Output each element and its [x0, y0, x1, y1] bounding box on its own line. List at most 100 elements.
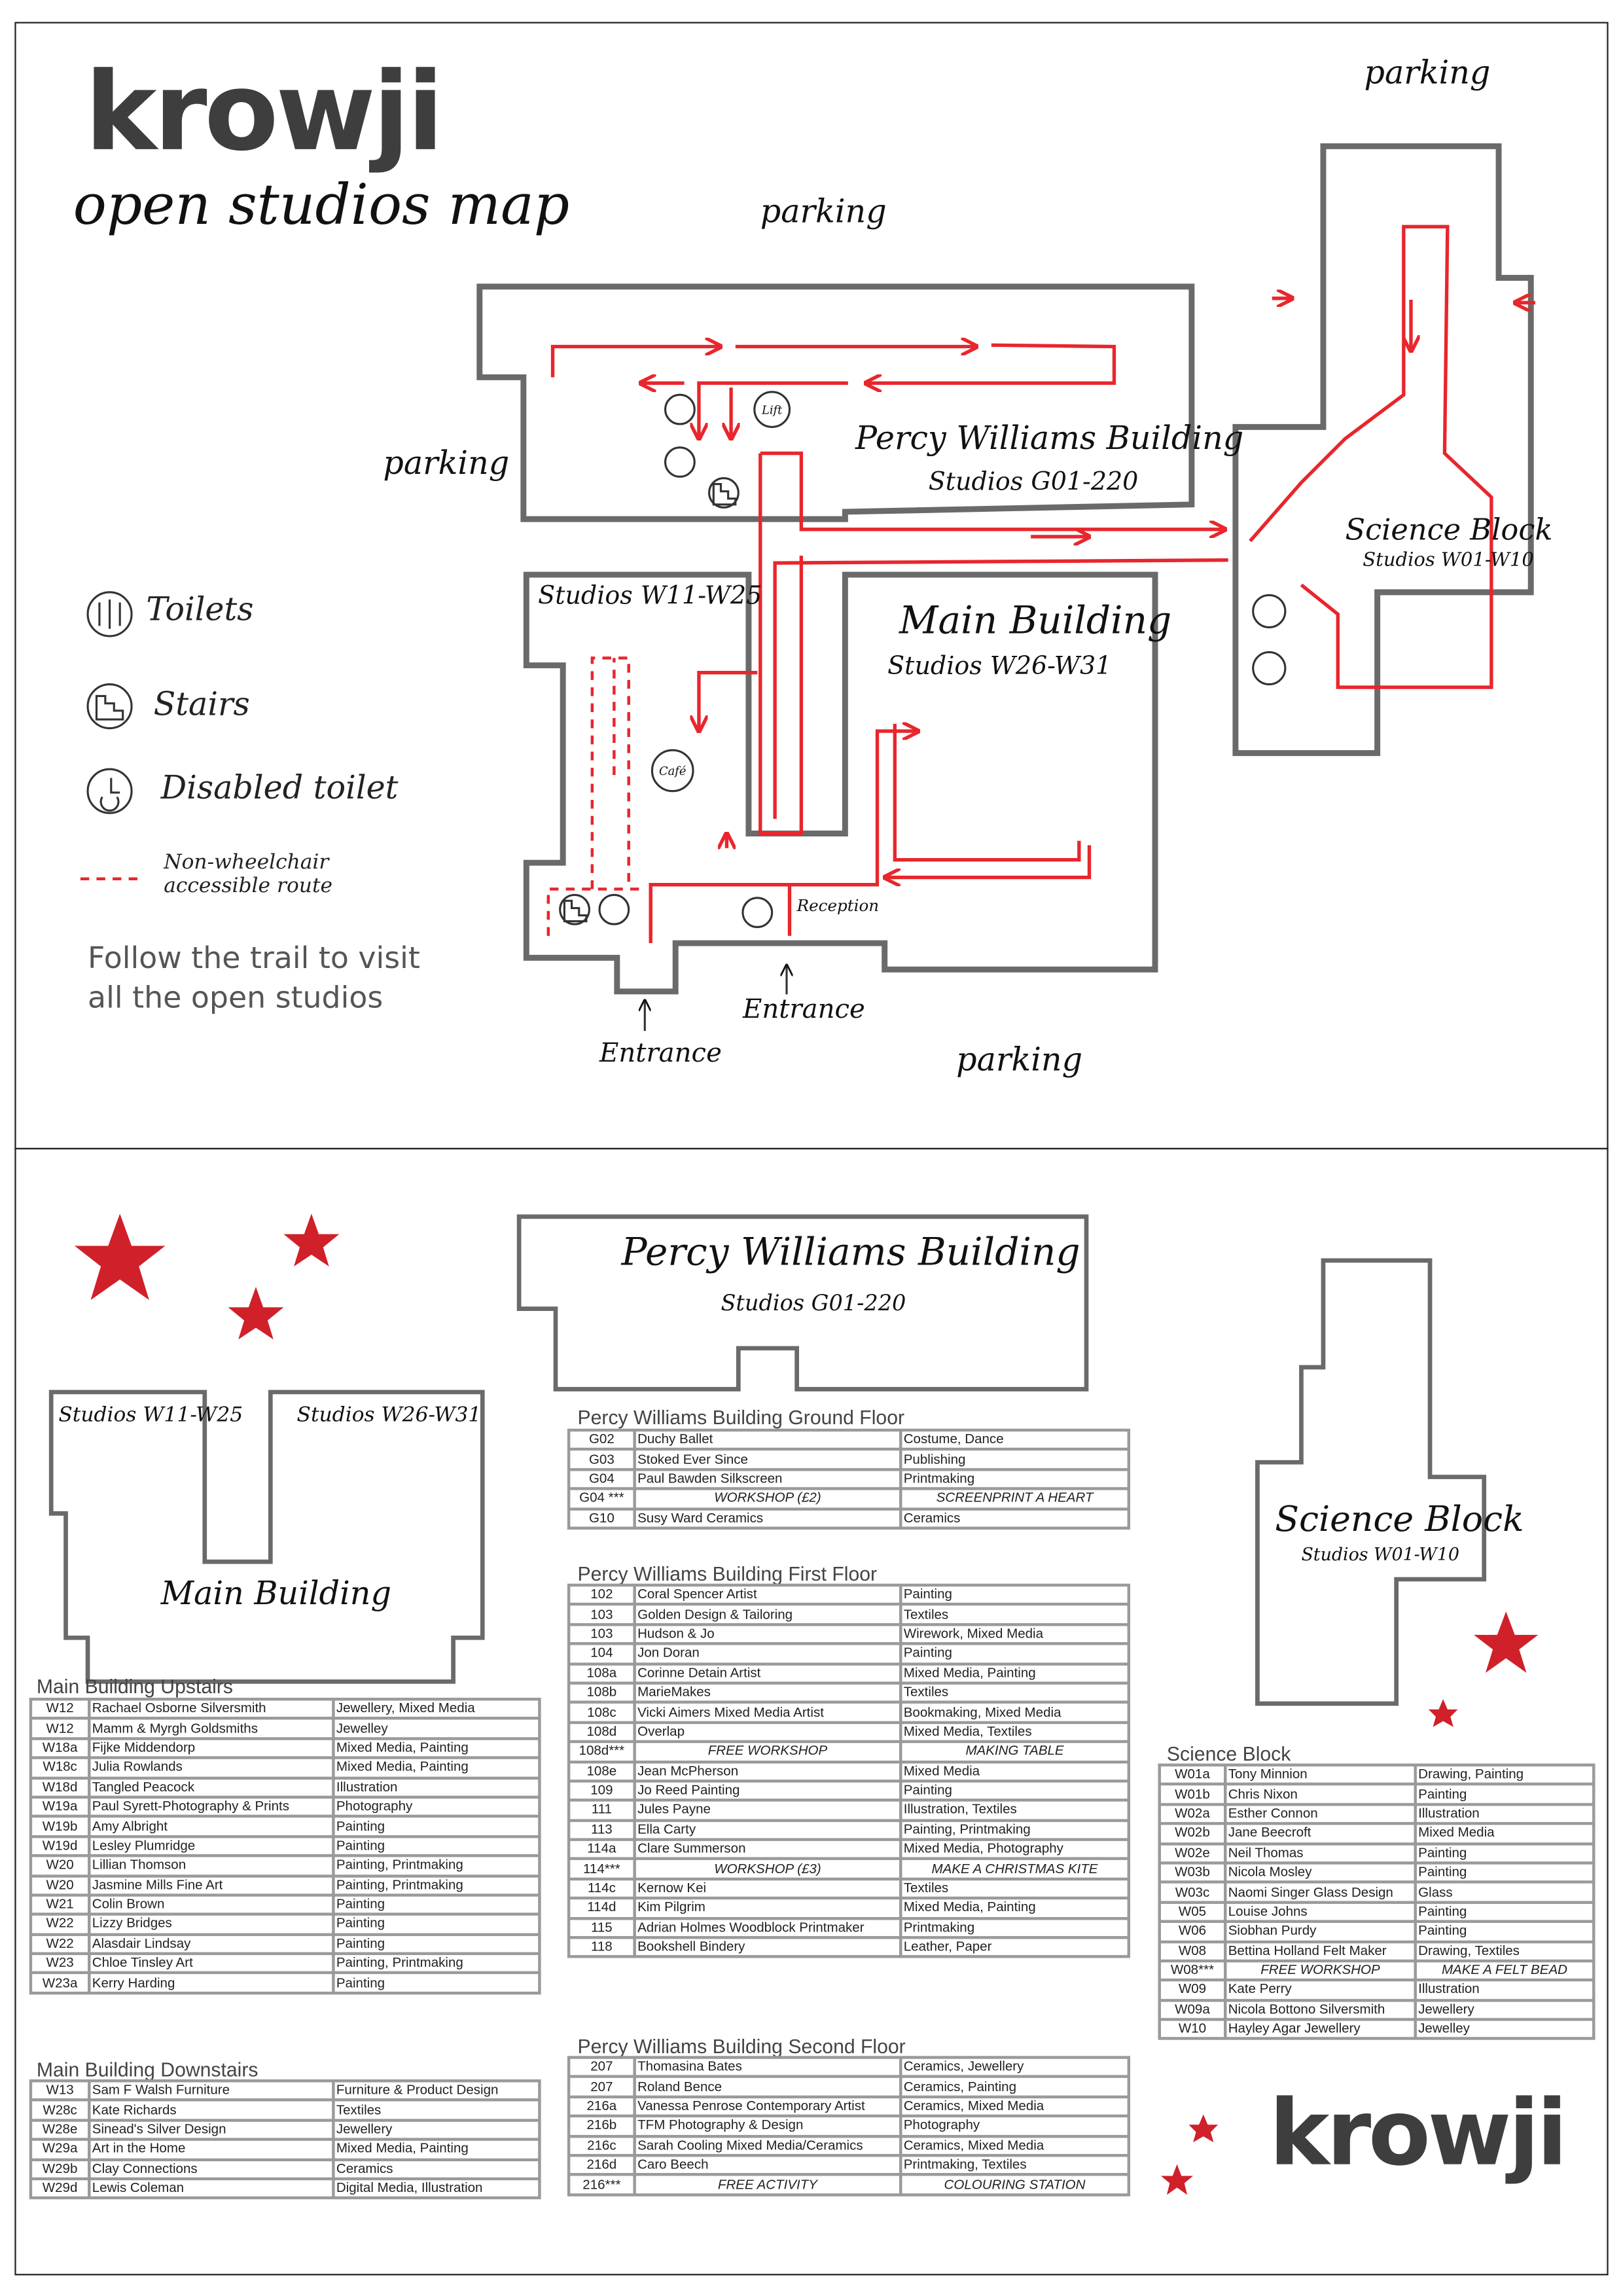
studio-name: Jane Beecroft — [1226, 1825, 1414, 1842]
studio-number: 114c — [570, 1880, 633, 1897]
studio-name: Chloe Tinsley Art — [90, 1955, 332, 1972]
studio-number: G10 — [570, 1509, 633, 1527]
studio-number: W22 — [32, 1916, 88, 1933]
studio-number: G04 — [570, 1471, 633, 1488]
studio-number: 111 — [570, 1802, 633, 1819]
studio-number: W03b — [1160, 1864, 1224, 1881]
legend-stairs: Stairs — [153, 687, 250, 724]
legend-disabled-toilet-icon — [86, 768, 133, 814]
map-subtitle: open studios map — [73, 172, 570, 237]
studio-name: Kate Perry — [1226, 1982, 1414, 1999]
table-title: Main Building Downstairs — [36, 2058, 259, 2081]
studio-number: W12 — [32, 1720, 88, 1737]
studio-number: G04 *** — [570, 1490, 633, 1507]
studio-name: Naomi Singer Glass Design — [1226, 1884, 1414, 1901]
studio-number: 216*** — [570, 2176, 633, 2193]
studio-name: Ella Carty — [635, 1821, 900, 1839]
studio-category: Illustration, Textiles — [902, 1802, 1128, 1819]
science-studios-label: Studios W01-W10 — [1363, 550, 1534, 572]
studio-name: WORKSHOP (£2) — [635, 1490, 900, 1507]
stars — [74, 1213, 1539, 2195]
studio-name: Bettina Holland Felt Maker — [1226, 1943, 1414, 1960]
studio-name: Hudson & Jo — [635, 1625, 900, 1643]
star-icon — [1188, 2114, 1219, 2143]
studio-category: Illustration — [1416, 1982, 1593, 1999]
studio-name: Jon Doran — [635, 1645, 900, 1662]
lower-main-outline — [48, 1390, 485, 1684]
science-block-outline — [1232, 143, 1534, 757]
studio-number: W01b — [1160, 1785, 1224, 1803]
krowji-logo: krowji — [84, 49, 444, 176]
studio-name: Caro Beech — [635, 2157, 900, 2174]
studio-category: Photography — [902, 2117, 1128, 2134]
studio-name: Alasdair Lindsay — [90, 1935, 332, 1952]
studio-category: Textiles — [902, 1880, 1128, 1897]
studio-name: Sam F Walsh Furniture — [90, 2082, 332, 2099]
studio-name: Kerry Harding — [90, 1975, 332, 1992]
studio-number: 102 — [570, 1587, 633, 1604]
studio-name: Lewis Coleman — [90, 2180, 332, 2197]
studio-name: Paul Syrett-Photography & Prints — [90, 1798, 332, 1816]
studio-category: Textiles — [902, 1684, 1128, 1702]
studio-number: W03c — [1160, 1884, 1224, 1901]
studio-category: Costume, Dance — [902, 1431, 1128, 1448]
studio-number: 114a — [570, 1841, 633, 1858]
studio-category: Painting — [902, 1645, 1128, 1662]
studio-name: Kim Pilgrim — [635, 1899, 900, 1917]
toilets-icon — [664, 393, 696, 425]
studio-number: W29d — [32, 2180, 88, 2197]
studio-category: Mixed Media — [1416, 1825, 1593, 1842]
studio-name: Adrian Holmes Woodblock Printmaker — [635, 1919, 900, 1937]
route-segment — [885, 845, 1092, 877]
non-wheelchair-route — [80, 656, 644, 936]
studio-category: Painting, Printmaking — [334, 1857, 539, 1874]
studio-number: 104 — [570, 1645, 633, 1662]
west-studios-label: Studios W11-W25 — [538, 582, 762, 611]
legend-stairs-icon — [86, 683, 133, 730]
star-icon — [283, 1213, 340, 1266]
studio-category: Painting — [1416, 1844, 1593, 1862]
studio-name: Esther Connon — [1226, 1805, 1414, 1823]
studio-number: W18c — [32, 1759, 88, 1776]
studio-name: Siobhan Purdy — [1226, 1923, 1414, 1940]
disabled-toilet-icon — [664, 446, 696, 478]
studio-number: W19d — [32, 1837, 88, 1855]
studio-number: W08 — [1160, 1943, 1224, 1960]
studio-category: Painting — [1416, 1864, 1593, 1881]
studio-number: W09 — [1160, 1982, 1224, 1999]
studio-name: Louise Johns — [1226, 1903, 1414, 1920]
studio-category: Painting — [334, 1916, 539, 1933]
route-segment — [758, 453, 804, 836]
percy-studios-label: Studios G01-220 — [928, 467, 1139, 497]
studio-category: Glass — [1416, 1884, 1593, 1901]
route-segment — [699, 671, 758, 731]
studio-number: W28c — [32, 2102, 88, 2119]
studio-name: Jo Reed Painting — [635, 1782, 900, 1799]
route — [550, 224, 1535, 944]
studio-category: Photography — [334, 1798, 539, 1816]
lower-science-outline — [1255, 1258, 1487, 1706]
studio-category: Leather, Paper — [902, 1939, 1128, 1956]
studio-number: W23 — [32, 1955, 88, 1972]
